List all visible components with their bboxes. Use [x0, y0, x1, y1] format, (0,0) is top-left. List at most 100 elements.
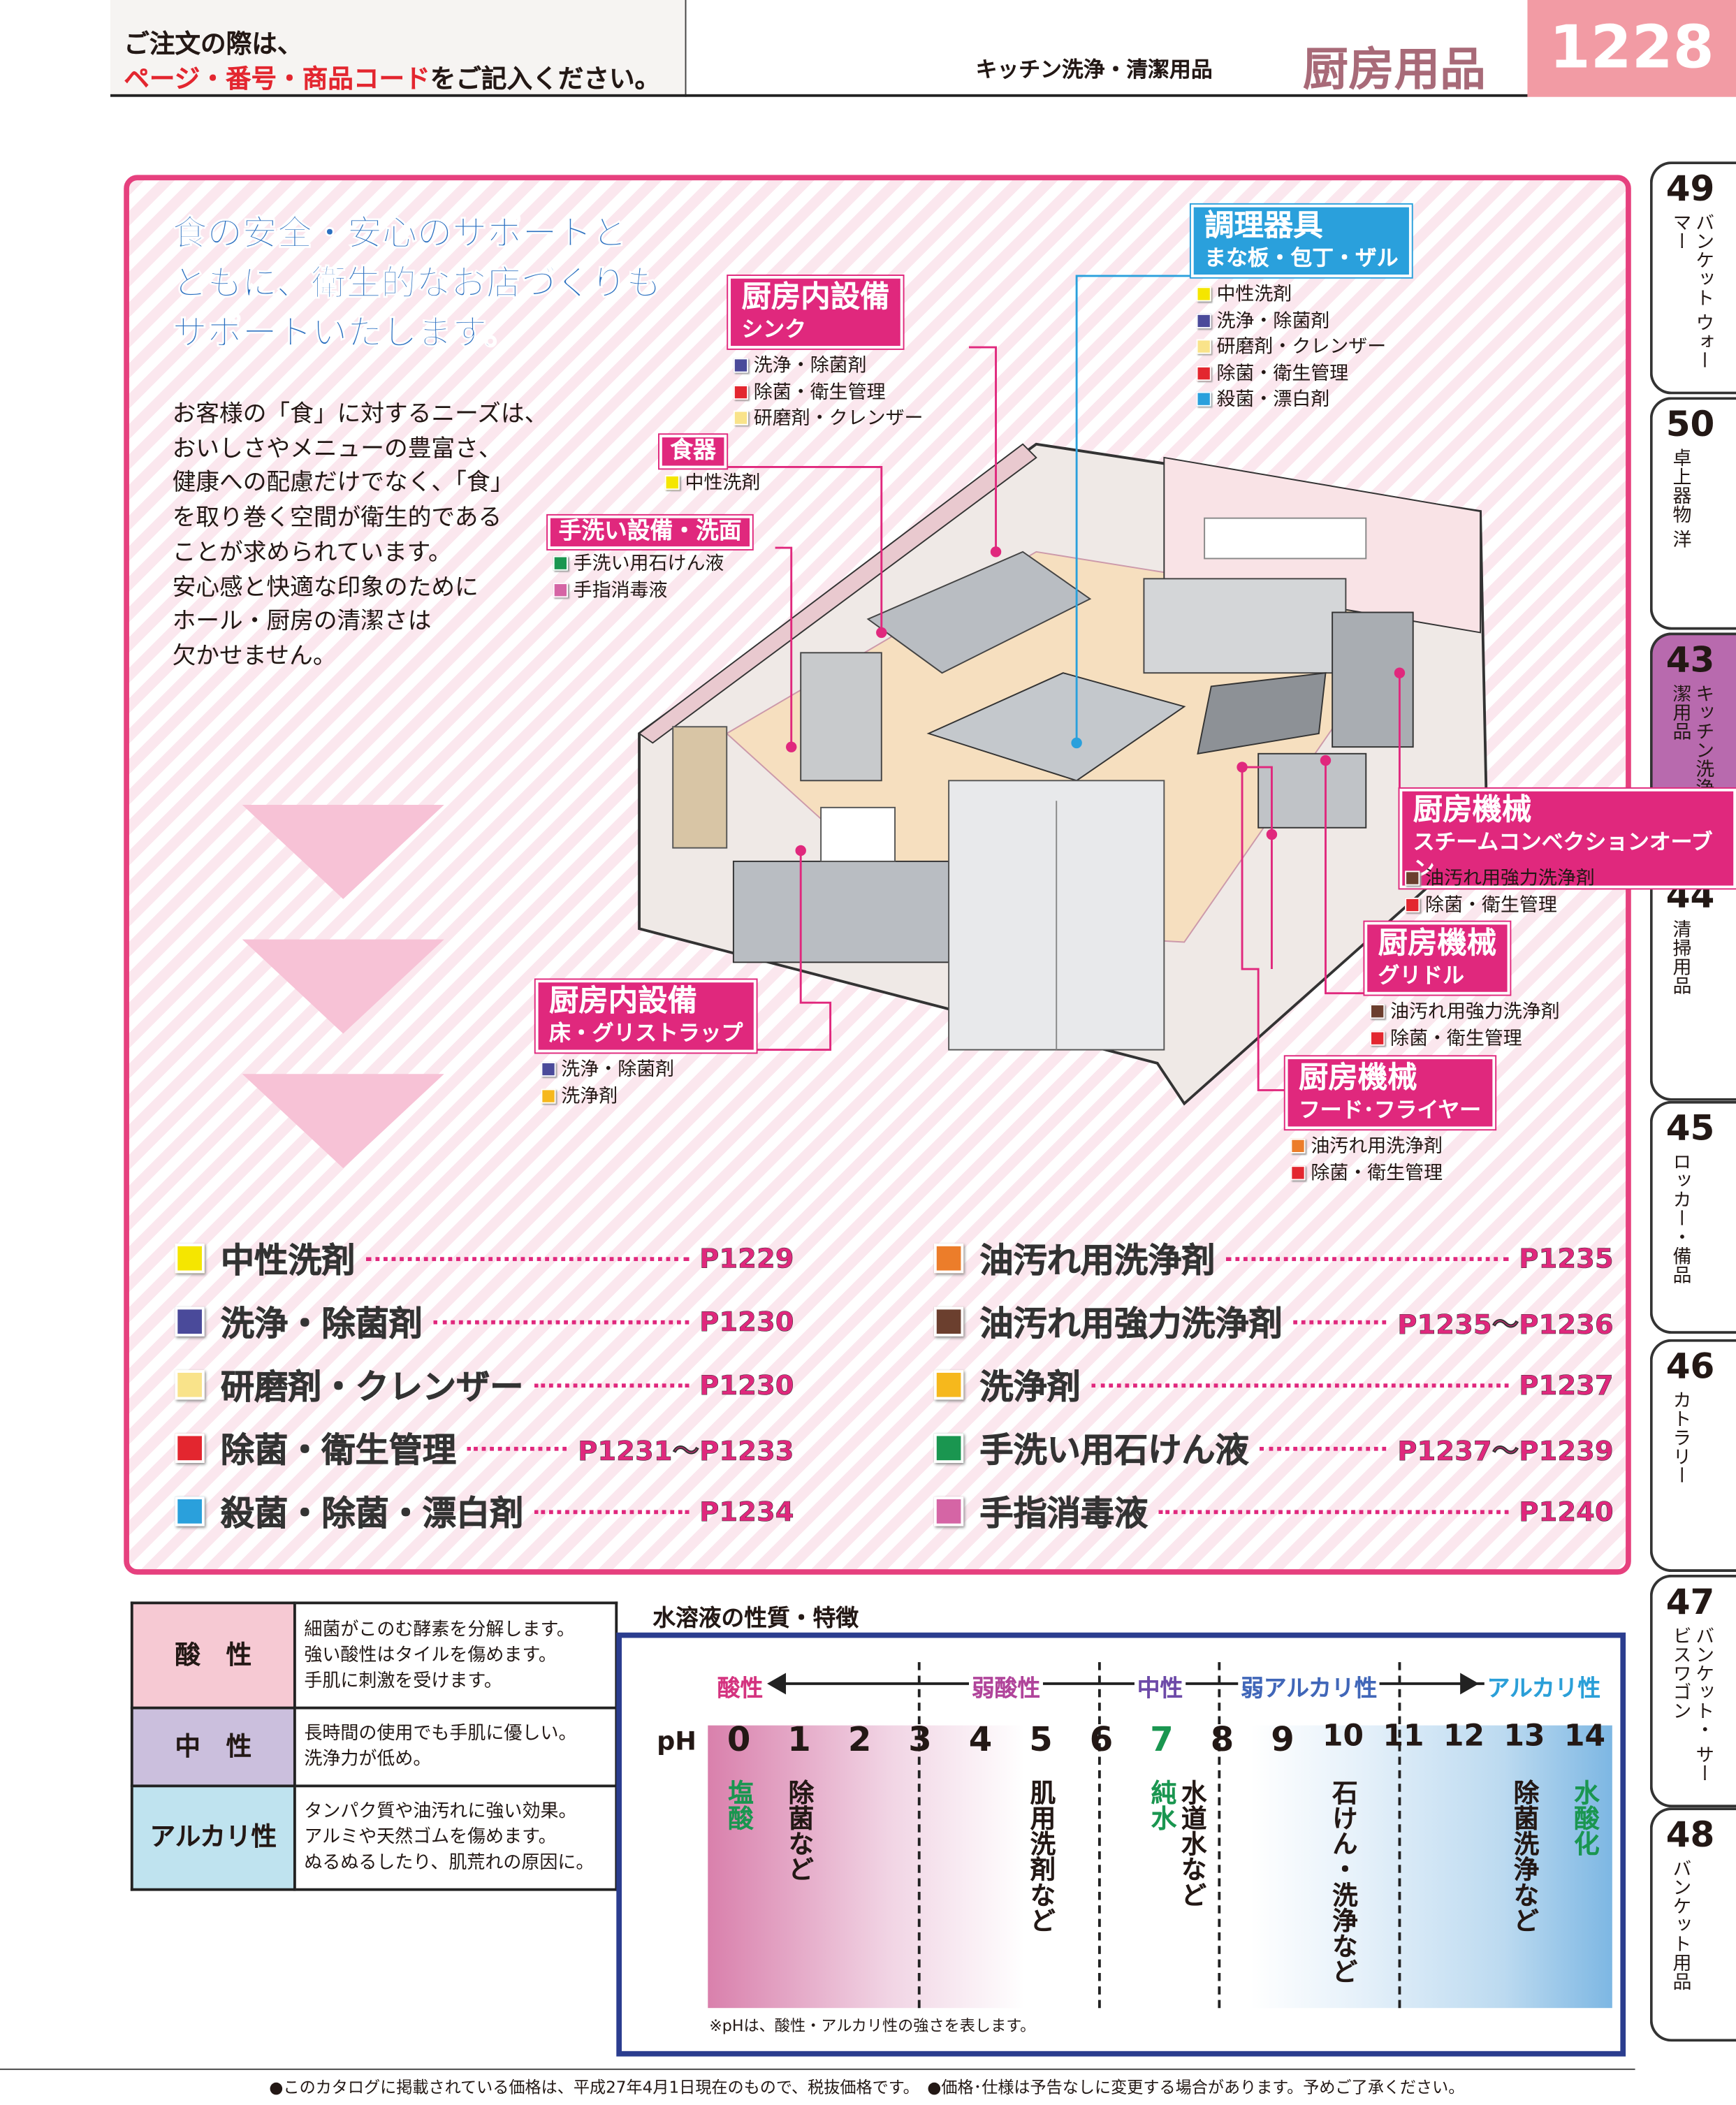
ph-description: 細菌がこのむ酵素を分解します。強い酸性はタイルを傷めます。手肌に刺激を受けます。	[293, 1601, 618, 1710]
callout-item: 除菌・衛生管理	[1290, 1161, 1443, 1188]
legend-page-link[interactable]: P1229	[699, 1242, 794, 1275]
ph-divider	[917, 1662, 921, 2009]
tab-number: 50	[1665, 405, 1715, 446]
color-swatch	[1370, 1030, 1385, 1045]
ph-table-row: 中 性長時間の使用でも手肌に優しい。洗浄力が低め。	[130, 1706, 618, 1788]
ph-label-weak-acid: 弱酸性	[969, 1668, 1043, 1703]
color-swatch	[664, 475, 680, 490]
callout-item: 洗浄剤	[541, 1084, 674, 1111]
ph-example: 除菌洗浄など	[1509, 1779, 1540, 1933]
color-swatch	[175, 1496, 205, 1527]
intro-line: おいしさやメニューの豊富さ、	[172, 435, 502, 463]
legend-page-link[interactable]: P1231～P1233	[578, 1434, 794, 1466]
ph-axis-label: pH	[657, 1726, 696, 1756]
legend-label: 油汚れ用洗浄剤	[979, 1241, 1216, 1281]
leader-dots	[1225, 1256, 1508, 1261]
callout-subtitle: グリドル	[1378, 962, 1464, 988]
callout-title: 食器	[670, 437, 716, 465]
callout-items: 油汚れ用洗浄剤除菌・衛生管理	[1290, 1135, 1443, 1187]
callout-item: 中性洗剤	[664, 471, 760, 497]
color-swatch	[1196, 365, 1211, 381]
ph-table-row: 酸 性細菌がこのむ酵素を分解します。強い酸性はタイルを傷めます。手肌に刺激を受け…	[130, 1601, 618, 1710]
footer-divider	[0, 2068, 1635, 2070]
tab-number: 46	[1665, 1347, 1715, 1388]
callout-item: 手洗い用石けん液	[553, 552, 724, 578]
legend-page-link[interactable]: P1237～P1239	[1397, 1434, 1614, 1466]
ph-description-line: ぬるぬるしたり、肌荒れの原因に。	[304, 1851, 595, 1874]
callout-items: 中性洗剤洗浄・除菌剤研磨剤・クレンザー除菌・衛生管理殺菌・漂白剤	[1196, 283, 1387, 414]
color-swatch	[1290, 1165, 1306, 1180]
callout-label: 厨房機械スチームコンベクションオーブン	[1399, 788, 1736, 889]
ph-value: 10	[1322, 1719, 1364, 1754]
ph-description: 長時間の使用でも手肌に優しい。洗浄力が低め。	[293, 1706, 618, 1788]
ph-value: 3	[908, 1719, 932, 1759]
ph-table-row: アルカリ性タンパク質や油汚れに強い効果。アルミや天然ゴムを傷めます。ぬるぬるした…	[130, 1784, 618, 1891]
callout-label: 厨房機械フード･フライヤー	[1285, 1056, 1495, 1130]
tab-label: バンケット ウォーマー	[1670, 212, 1715, 370]
callout-item-label: 研磨剤・クレンザー	[1216, 336, 1387, 358]
ph-divider	[1097, 1662, 1101, 2009]
callout-item-label: 手洗い用石けん液	[573, 553, 724, 575]
ph-example: 水酸化	[1570, 1779, 1600, 1856]
ph-description-line: 手肌に刺激を受けます。	[304, 1669, 502, 1691]
headline-line: サポートいたします。	[172, 313, 519, 354]
color-swatch	[1405, 871, 1420, 886]
callout-title: 厨房内設備	[741, 281, 890, 315]
callout-title: 厨房内設備	[548, 985, 697, 1019]
color-swatch	[1290, 1138, 1306, 1153]
tab-label: バンケット・ サービスワゴン	[1670, 1626, 1715, 1783]
callout-subtitle: スチームコンベクションオーブン	[1413, 829, 1713, 882]
legend-page-link[interactable]: P1240	[1519, 1495, 1614, 1528]
legend-page-link[interactable]: P1235	[1519, 1242, 1614, 1275]
callout-item-label: 除菌・衛生管理	[1311, 1162, 1443, 1184]
page-number: 1228	[1527, 0, 1736, 97]
intro-text: お客様の「食」に対するニーズは、 おいしさやメニューの豊富さ、 健康への配慮だけ…	[173, 398, 603, 675]
color-swatch	[1196, 312, 1211, 328]
ph-value: 2	[847, 1719, 872, 1759]
legend-label: 中性洗剤	[220, 1241, 356, 1281]
legend-item[interactable]: 中性洗剤 P1229	[175, 1238, 794, 1280]
ph-label-neutral: 中性	[1134, 1668, 1186, 1703]
ph-property-table: 酸 性細菌がこのむ酵素を分解します。強い酸性はタイルを傷めます。手肌に刺激を受け…	[130, 1601, 618, 1891]
ph-description-line: タンパク質や油汚れに強い効果。	[304, 1800, 577, 1823]
legend-page-link[interactable]: P1230	[699, 1369, 794, 1401]
callout-item-label: 中性洗剤	[1216, 284, 1292, 306]
legend-page-link[interactable]: P1230	[699, 1305, 794, 1338]
fryer	[1257, 752, 1367, 829]
color-swatch	[933, 1496, 964, 1527]
callout-title: 調理器具	[1204, 210, 1323, 244]
legend-page-link[interactable]: P1235～P1236	[1397, 1307, 1614, 1340]
intro-line: お客様の「食」に対するニーズは、	[172, 401, 548, 428]
legend-item[interactable]: 油汚れ用洗浄剤 P1235	[933, 1238, 1614, 1280]
ph-example: 純水	[1146, 1779, 1177, 1830]
color-swatch	[733, 384, 749, 400]
ph-description-line: 細菌がこのむ酵素を分解します。	[304, 1618, 575, 1640]
ph-type: 中 性	[130, 1706, 296, 1788]
color-swatch	[553, 555, 568, 571]
headline-line: 食の安全・安心のサポートと	[172, 214, 627, 255]
callout-item-label: 研磨剤・クレンザー	[753, 407, 924, 430]
callout-item-label: 除菌・衛生管理	[1425, 894, 1557, 916]
headline: 食の安全・安心のサポートと ともに、衛生的なお店づくりも サポートいたします。	[172, 210, 662, 360]
ph-value: 13	[1503, 1719, 1545, 1754]
color-swatch	[175, 1306, 205, 1336]
legend-page-link[interactable]: P1237	[1519, 1369, 1614, 1401]
tab-label: 卓上器物 洋	[1670, 448, 1692, 548]
ph-value: 8	[1210, 1719, 1234, 1759]
legend-page-link[interactable]: P1234	[699, 1495, 794, 1528]
